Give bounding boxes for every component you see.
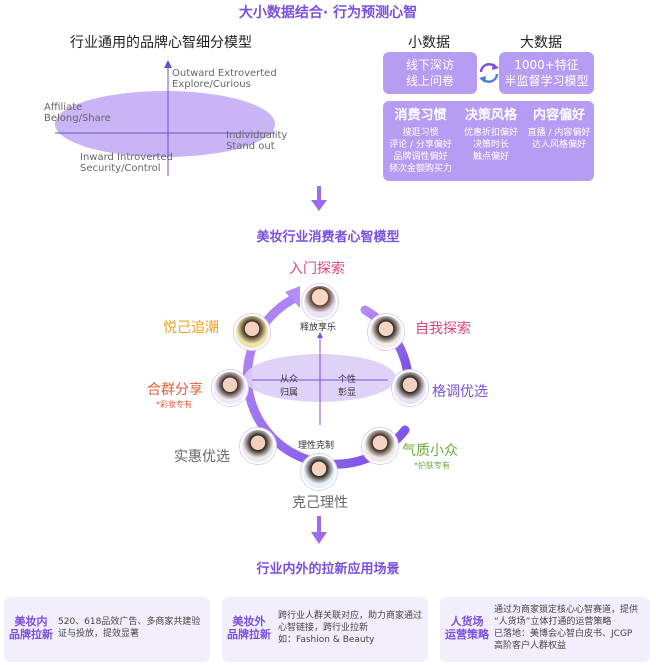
beauty-model-title: 美妆行业消费者心智模型 (256, 230, 400, 245)
scene-card-operations (440, 597, 650, 662)
segment-bottom-left-label: 实惠优选 (174, 449, 230, 465)
vertical-axis-arrow (164, 60, 172, 68)
big-data-box: 1000+特征半监督学习模型 (499, 52, 594, 94)
category-consumption-habit: 消费习惯 搜逛习惯 评论 / 分享偏好 品牌调性偏好 频次金额购买力 (388, 108, 452, 174)
avatar-top (302, 284, 338, 320)
scene-card-operations-title: 人货场运营策略 (445, 615, 489, 641)
general-model-ellipse (55, 91, 275, 157)
general-model-diagram (55, 60, 275, 176)
down-arrow-icon-2 (311, 516, 327, 544)
segment-left-label: 合群分享 (147, 382, 203, 398)
ring-arrow-head (285, 286, 300, 308)
avatar-right (392, 370, 428, 406)
big-data-label: 大数据 (520, 35, 562, 51)
scene-card-internal-text: 520、618品效广告、多商家共建验证与投放，提效显著 (58, 617, 201, 639)
avatar-left (212, 370, 248, 406)
avatar-bottom-right (362, 428, 398, 464)
segment-bottom-right-note: *护肤专有 (414, 461, 450, 470)
inner-vertical-arrow (317, 332, 323, 338)
avatar-top-left (234, 314, 270, 350)
small-data-box: 线下深访线上问卷 (383, 52, 477, 94)
scene-card-external (222, 597, 428, 662)
avatar-top-right (368, 314, 404, 350)
category-content-preference: 内容偏好 直播 / 内容偏好 达人风格偏好 (527, 108, 591, 150)
segment-top-label: 入门探索 (289, 261, 345, 277)
category-decision-style: 决策风格 优惠折扣偏好 决策时长 触点偏好 (463, 108, 518, 162)
avatar-bottom (301, 454, 337, 490)
inner-top-label: 释放享乐 (300, 323, 337, 333)
avatar-bottom-left (240, 428, 276, 464)
scenes-title: 行业内外的拉新应用场景 (256, 562, 400, 577)
scene-card-external-title: 美妆外品牌拉新 (227, 615, 271, 641)
sync-icon (479, 63, 499, 83)
header-title: 大小数据结合· 行为预测心智 (238, 5, 418, 21)
scene-card-internal-title: 美妆内品牌拉新 (9, 615, 53, 641)
inner-right-label: 个性彰显 (338, 375, 357, 398)
segment-left-note: *彩妆专有 (156, 400, 192, 409)
segment-bottom-right-label: 气质小众 (402, 443, 458, 459)
inner-bottom-label: 理性克制 (298, 441, 335, 451)
inner-left-label: 从众归属 (280, 375, 299, 398)
scene-card-operations-text: 通过为商家锁定核心心智赛道，提供“人货场”立体打通的运营策略已落地：美博会心智白… (494, 605, 639, 651)
general-model-title: 行业通用的品牌心智细分模型 (70, 35, 252, 51)
segment-top-left-label: 悦己追潮 (163, 320, 219, 336)
categories-panel (383, 101, 594, 181)
small-data-label: 小数据 (408, 35, 450, 51)
segment-right-label: 格调优选 (432, 384, 488, 400)
scene-card-external-text: 跨行业人群关联对应，助力商家通过心智链接，跨行业拉新如：Fashion & Be… (278, 611, 423, 645)
down-arrow-icon (311, 186, 327, 211)
segment-bottom-label: 克己理性 (292, 495, 348, 511)
scene-card-internal (4, 597, 210, 662)
segment-top-right-label: 自我探索 (415, 321, 471, 337)
